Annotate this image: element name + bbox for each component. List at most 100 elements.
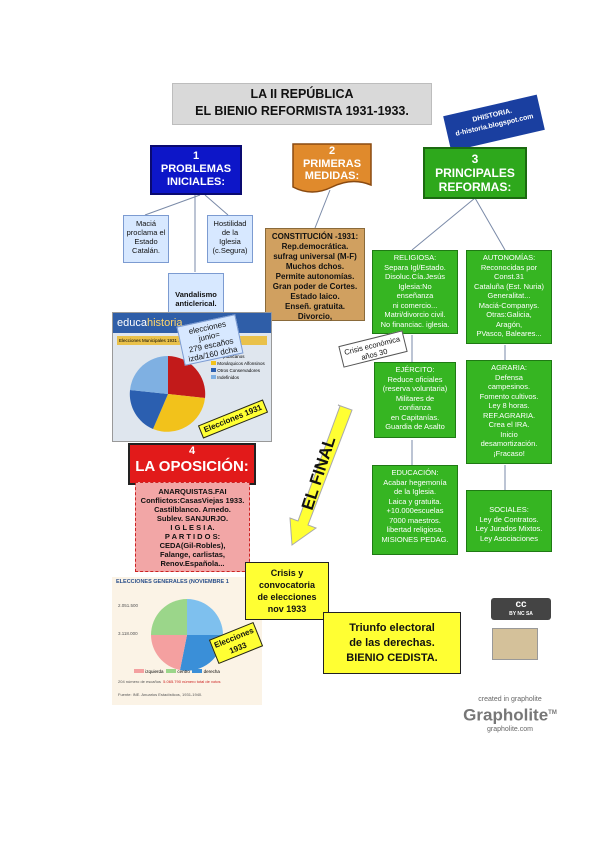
medidas-line: CONSTITUCIÓN -1931: xyxy=(271,232,359,241)
macia-text: proclama el xyxy=(126,228,166,237)
medidas-line: Rep.democrática. xyxy=(281,242,349,251)
ejercito-line: (reserva voluntaria) xyxy=(382,384,448,393)
pie-slice xyxy=(153,394,205,432)
medidas-line: Enseñ. gratuita. xyxy=(284,302,345,311)
sociales-box: SOCIALES: Ley de Contratos. Ley Jurados … xyxy=(466,490,552,552)
oposicion-line: Sublev. SANJURJO. xyxy=(156,514,229,523)
religiosa-line: RELIGIOSA: xyxy=(393,253,437,262)
educacion-line: MISIONES PEDAG. xyxy=(381,534,449,544)
educacion-line: libertad religiosa. xyxy=(386,525,444,534)
img2-legend: izquierda centro derecha xyxy=(134,669,220,674)
section-4-header: 4 LA OPOSICIÓN: xyxy=(128,443,256,485)
title-line1: LA II REPÚBLICA xyxy=(250,87,354,101)
autonomias-line: Otras:Galicia, xyxy=(486,310,532,319)
pie-chart-1933 xyxy=(151,599,223,671)
grapholite-brand: GrapholiteTM xyxy=(440,703,580,726)
educacion-line: +10.000escuelas xyxy=(386,506,444,515)
pie-slice xyxy=(168,356,206,398)
legend-izquierda: izquierda xyxy=(145,669,164,674)
pie-slice xyxy=(130,355,168,394)
educacion-line: de la Iglesia. xyxy=(393,487,437,496)
crisis-line: Crisis y xyxy=(270,568,304,578)
sociales-line: Ley Jurados Mixtos. xyxy=(475,524,543,533)
vandalismo-text: Vandalismo xyxy=(175,290,217,299)
macia-text: Maciá xyxy=(135,219,156,228)
legend-item: Monárquicos Alfonsinos xyxy=(211,360,269,367)
section-2-number: 2 xyxy=(328,145,336,157)
legend-centro: centro xyxy=(177,669,190,674)
section-2-shape xyxy=(292,143,372,193)
vandalismo-text: anticlerical. xyxy=(175,299,217,308)
section-2-line2: MEDIDAS: xyxy=(304,170,360,182)
oposicion-line: CEDA(Gil-Robles), xyxy=(159,541,226,550)
crisis-line: de elecciones xyxy=(257,592,317,602)
img2-val1: 2.051.500 xyxy=(118,603,139,608)
ejercito-line: Reduce oficiales xyxy=(387,374,443,384)
ejercito-line: Militares de xyxy=(395,393,435,403)
agraria-line: ¡Fracaso! xyxy=(493,448,525,458)
agraria-line: desamortización. xyxy=(480,439,538,448)
oposicion-line: P A R T I D O S: xyxy=(164,532,221,541)
section-1-header: 1 PROBLEMAS INICIALES: xyxy=(150,145,242,195)
autonomias-line: Generalitat... xyxy=(487,291,531,300)
section-1-line2: INICIALES: xyxy=(166,176,226,188)
grapholite-brand-text: Grapholite xyxy=(463,705,549,725)
oposicion-line: Renov.Española... xyxy=(160,559,225,568)
pie-slice xyxy=(187,599,223,635)
agraria-line: Inicio xyxy=(500,429,518,439)
section-1-line1: PROBLEMAS xyxy=(160,163,232,175)
crisis-line: nov 1933 xyxy=(267,604,307,614)
img2-footer2: 5.065.790 número total de votos xyxy=(163,679,221,684)
religiosa-line: enseñanza xyxy=(396,291,434,300)
pie-slice xyxy=(129,390,168,429)
el-final-arrow xyxy=(289,404,353,546)
section-3-header: 3 PRINCIPALES REFORMAS: xyxy=(423,147,527,199)
autonomias-line: PVasco, Baleares... xyxy=(476,329,542,338)
medidas-line: Gran poder de Cortes. xyxy=(272,282,358,291)
autonomias-line: Maciá-Companys. xyxy=(478,300,540,310)
macia-text: Estado xyxy=(134,237,158,246)
religiosa-line: Matri/divorcio civil. xyxy=(384,310,446,319)
macia-note: Maciá proclama el Estado Catalán. xyxy=(123,215,169,263)
oposicion-line: Falange, carlistas, xyxy=(159,550,226,559)
oposicion-line: Castilblanco. Arnedo. xyxy=(154,505,231,514)
hostilidad-text: de la xyxy=(221,228,239,237)
autonomias-line: Reconocidas por xyxy=(480,262,538,272)
hostilidad-text: Iglesia xyxy=(219,237,241,246)
ejercito-line: EJÉRCITO: xyxy=(395,365,435,374)
religiosa-line: Iglesia:No xyxy=(398,281,432,291)
legend-item: Indefinidos xyxy=(211,374,269,381)
religiosa-line: Disoluc.Cía.Jesús xyxy=(384,272,446,281)
ejercito-line: en Capitanías. xyxy=(390,412,440,422)
medidas-box: CONSTITUCIÓN -1931: Rep.democrática. suf… xyxy=(265,228,365,321)
legend-item: Otros Conservadores xyxy=(211,367,269,374)
educacion-line: 7000 maestros. xyxy=(389,515,441,525)
section-3-number: 3 xyxy=(471,152,479,166)
educacion-line: Laica y gratuita. xyxy=(388,496,442,506)
sociales-line: SOCIALES: xyxy=(489,505,529,514)
hostilidad-text: Hostilidad xyxy=(213,219,247,228)
thumbnail-image xyxy=(492,628,538,660)
agraria-box: AGRARIA: Defensa campesinos. Fomento cul… xyxy=(466,360,552,464)
oposicion-line: I G L E S I A. xyxy=(170,523,215,532)
brand-historia: historia xyxy=(146,317,183,329)
grapholite-tm: TM xyxy=(548,710,557,716)
oposicion-line: ANARQUISTAS.FAI xyxy=(158,487,227,496)
cc-sub: BY NC SA xyxy=(509,611,533,617)
grapholite-url[interactable]: grapholite.com xyxy=(487,725,533,733)
medidas-line: Divorcio, xyxy=(297,312,333,321)
ejercito-line: confianza xyxy=(398,403,432,412)
sociales-line: Ley Asociaciones xyxy=(480,533,538,543)
religiosa-line: Separa Igl/Estado. xyxy=(384,262,446,272)
macia-text: Catalán. xyxy=(132,246,160,255)
agraria-line: AGRARIA: xyxy=(491,363,527,372)
religiosa-line: ni comercio... xyxy=(392,300,438,310)
pie-slice xyxy=(151,599,187,635)
crisis-line: convocatoria xyxy=(258,580,316,590)
agraria-line: REF.AGRARIA. xyxy=(482,410,536,420)
hostilidad-note: Hostilidad de la Iglesia (c.Segura) xyxy=(207,215,253,263)
pie-slice xyxy=(151,635,187,670)
img2-val2: 3.118.000 xyxy=(118,631,138,636)
cc-license-badge: cc BY NC SA xyxy=(491,598,551,620)
